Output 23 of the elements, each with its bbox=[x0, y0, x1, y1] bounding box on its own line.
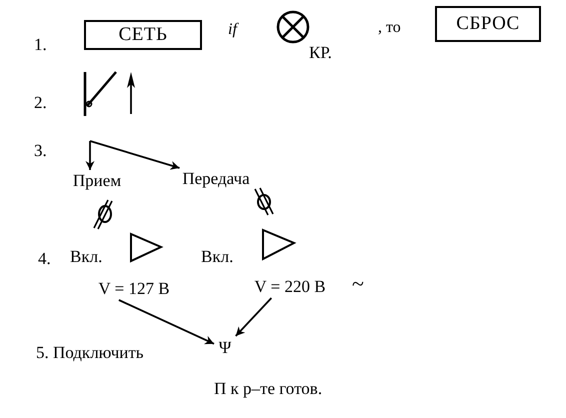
condition-word: if bbox=[228, 20, 237, 40]
switch-label: Вкл. bbox=[201, 246, 234, 268]
step-number: 3. bbox=[34, 140, 47, 162]
label-box: СБРОС bbox=[435, 6, 541, 42]
node-label: Прием bbox=[62, 170, 132, 192]
step-number: 2. bbox=[34, 92, 47, 114]
arrow bbox=[235, 297, 272, 337]
ac-symbol: ~ bbox=[352, 270, 364, 298]
switch-label: Вкл. bbox=[70, 246, 102, 268]
step-number: 4. bbox=[38, 248, 51, 270]
arrow bbox=[118, 299, 214, 345]
instruction-text: 5. Подключить bbox=[36, 342, 144, 364]
arrow bbox=[86, 141, 94, 170]
node-label: V = 127 В bbox=[84, 278, 184, 300]
label-box: СЕТЬ bbox=[84, 20, 202, 50]
status-text: П к р–те готов. bbox=[214, 378, 322, 400]
arrow bbox=[90, 140, 180, 170]
symbol-label: КР. bbox=[309, 42, 332, 64]
node-label: Передача bbox=[170, 168, 262, 190]
step-number: 1. bbox=[34, 34, 47, 56]
condition-word: , то bbox=[378, 18, 401, 38]
node-label: V = 220 В bbox=[240, 276, 340, 298]
psi-symbol: Ψ bbox=[214, 336, 236, 360]
